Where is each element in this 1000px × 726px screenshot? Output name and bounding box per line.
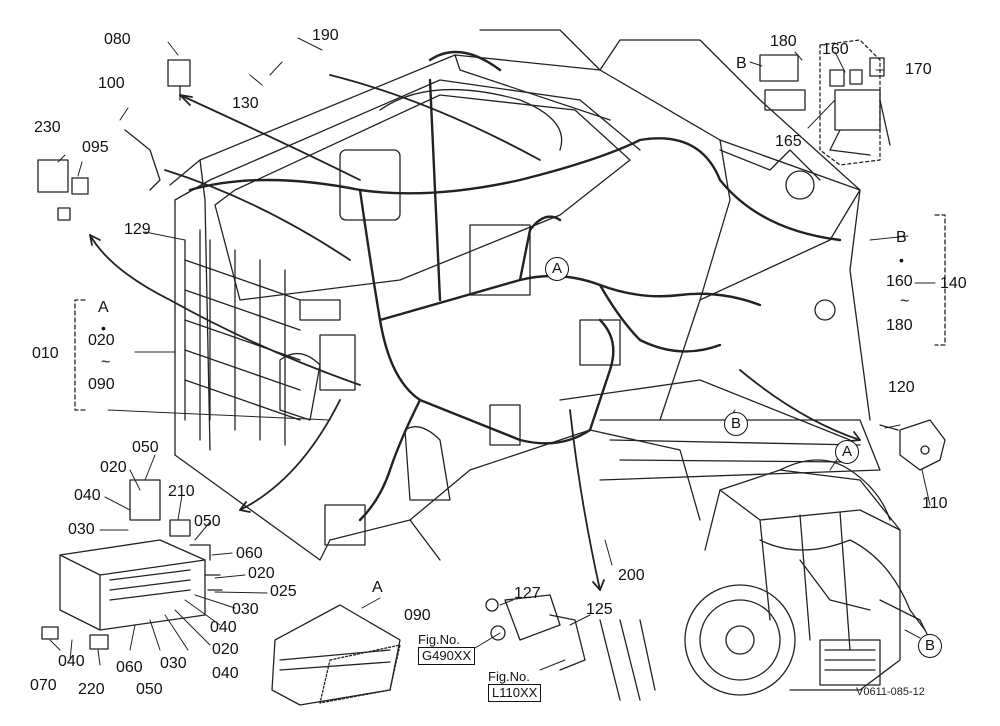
part-190-label: 190 bbox=[312, 27, 339, 44]
part-040-label-a: 040 bbox=[74, 487, 101, 504]
tilde-140: ~ bbox=[900, 293, 910, 310]
part-020-label-c: 020 bbox=[212, 641, 239, 658]
main-harness bbox=[188, 50, 842, 522]
part-020-label-b: 020 bbox=[248, 565, 275, 582]
part-010-label: 010 bbox=[32, 345, 59, 362]
engine-illustration bbox=[684, 459, 931, 696]
part-040-label-b: 040 bbox=[210, 619, 237, 636]
part-160-label: 160 bbox=[822, 41, 849, 58]
part-040-label-d: 040 bbox=[58, 653, 85, 670]
fig-ref-l110[interactable]: Fig.No. L110XX bbox=[488, 669, 542, 702]
part-200-label: 200 bbox=[618, 567, 645, 584]
cab-frame bbox=[169, 29, 881, 561]
part-170-label: 170 bbox=[905, 61, 932, 78]
dot-010: • bbox=[101, 320, 106, 336]
ref-A-circle-engine: A bbox=[835, 440, 859, 464]
part-050-label-b: 050 bbox=[194, 513, 221, 530]
fig-ref-l110-value: L110XX bbox=[488, 684, 542, 702]
dot-140: • bbox=[899, 252, 904, 268]
part-180-label: 180 bbox=[770, 33, 797, 50]
leader-lines bbox=[49, 37, 936, 671]
tilde-010: ~ bbox=[101, 354, 111, 371]
bracket-125 bbox=[485, 594, 656, 701]
part-095-label: 095 bbox=[82, 139, 109, 156]
part-040-label-c: 040 bbox=[212, 665, 239, 682]
part-125-label: 125 bbox=[586, 601, 613, 618]
part-230-label: 230 bbox=[34, 119, 61, 136]
part-080-label: 080 bbox=[104, 31, 131, 48]
part-060-label-a: 060 bbox=[236, 545, 263, 562]
cab-components bbox=[279, 149, 621, 546]
part-030-label-c: 030 bbox=[160, 655, 187, 672]
part-180b-label: 180 bbox=[886, 317, 913, 334]
relay-box-140 bbox=[759, 39, 891, 166]
ref-B-circle-main: B bbox=[724, 412, 748, 436]
cover-090 bbox=[271, 604, 401, 706]
fuse-box bbox=[41, 479, 223, 650]
part-060-label-b: 060 bbox=[116, 659, 143, 676]
part-020-label-a: 020 bbox=[100, 459, 127, 476]
fig-ref-g490-value: G490XX bbox=[418, 647, 476, 665]
part-050-label-a: 050 bbox=[132, 439, 159, 456]
part-160b-label: 160 bbox=[886, 273, 913, 290]
part-100-label: 100 bbox=[98, 75, 125, 92]
part-165-label: 165 bbox=[775, 133, 802, 150]
part-210-label: 210 bbox=[168, 483, 195, 500]
part-220-label: 220 bbox=[78, 681, 105, 698]
part-020-group-label: 020 bbox=[88, 332, 115, 349]
part-120-label: 120 bbox=[888, 379, 915, 396]
fig-ref-g490[interactable]: Fig.No. G490XX bbox=[418, 632, 476, 665]
part-070-label: 070 bbox=[30, 677, 57, 694]
ref-B-label-140: B bbox=[896, 229, 907, 246]
part-030-label-a: 030 bbox=[68, 521, 95, 538]
callout-arrows bbox=[89, 74, 861, 591]
drawing-code: V0611-085-12 bbox=[856, 686, 925, 698]
ref-A-label-090: A bbox=[372, 579, 383, 596]
fig-ref-l110-label: Fig.No. bbox=[488, 669, 530, 684]
ref-A-label-010: A bbox=[98, 299, 109, 316]
part-127-label: 127 bbox=[514, 585, 541, 602]
part-110-label: 110 bbox=[922, 495, 948, 512]
part-129-label: 129 bbox=[124, 221, 151, 238]
relay-group-230 bbox=[37, 59, 191, 221]
ref-B-circle-engine: B bbox=[918, 634, 942, 658]
bracket-010 bbox=[74, 299, 86, 411]
ref-A-circle-main: A bbox=[545, 257, 569, 281]
ref-B-label-top: B bbox=[736, 55, 747, 72]
fig-ref-g490-label: Fig.No. bbox=[418, 632, 460, 647]
part-090-label: 090 bbox=[404, 607, 431, 624]
part-140-label: 140 bbox=[940, 275, 967, 292]
part-130-label: 130 bbox=[232, 95, 259, 112]
part-090-group-label: 090 bbox=[88, 376, 115, 393]
part-050-label-c: 050 bbox=[136, 681, 163, 698]
part-030-label-b: 030 bbox=[232, 601, 259, 618]
part-025-label: 025 bbox=[270, 583, 297, 600]
